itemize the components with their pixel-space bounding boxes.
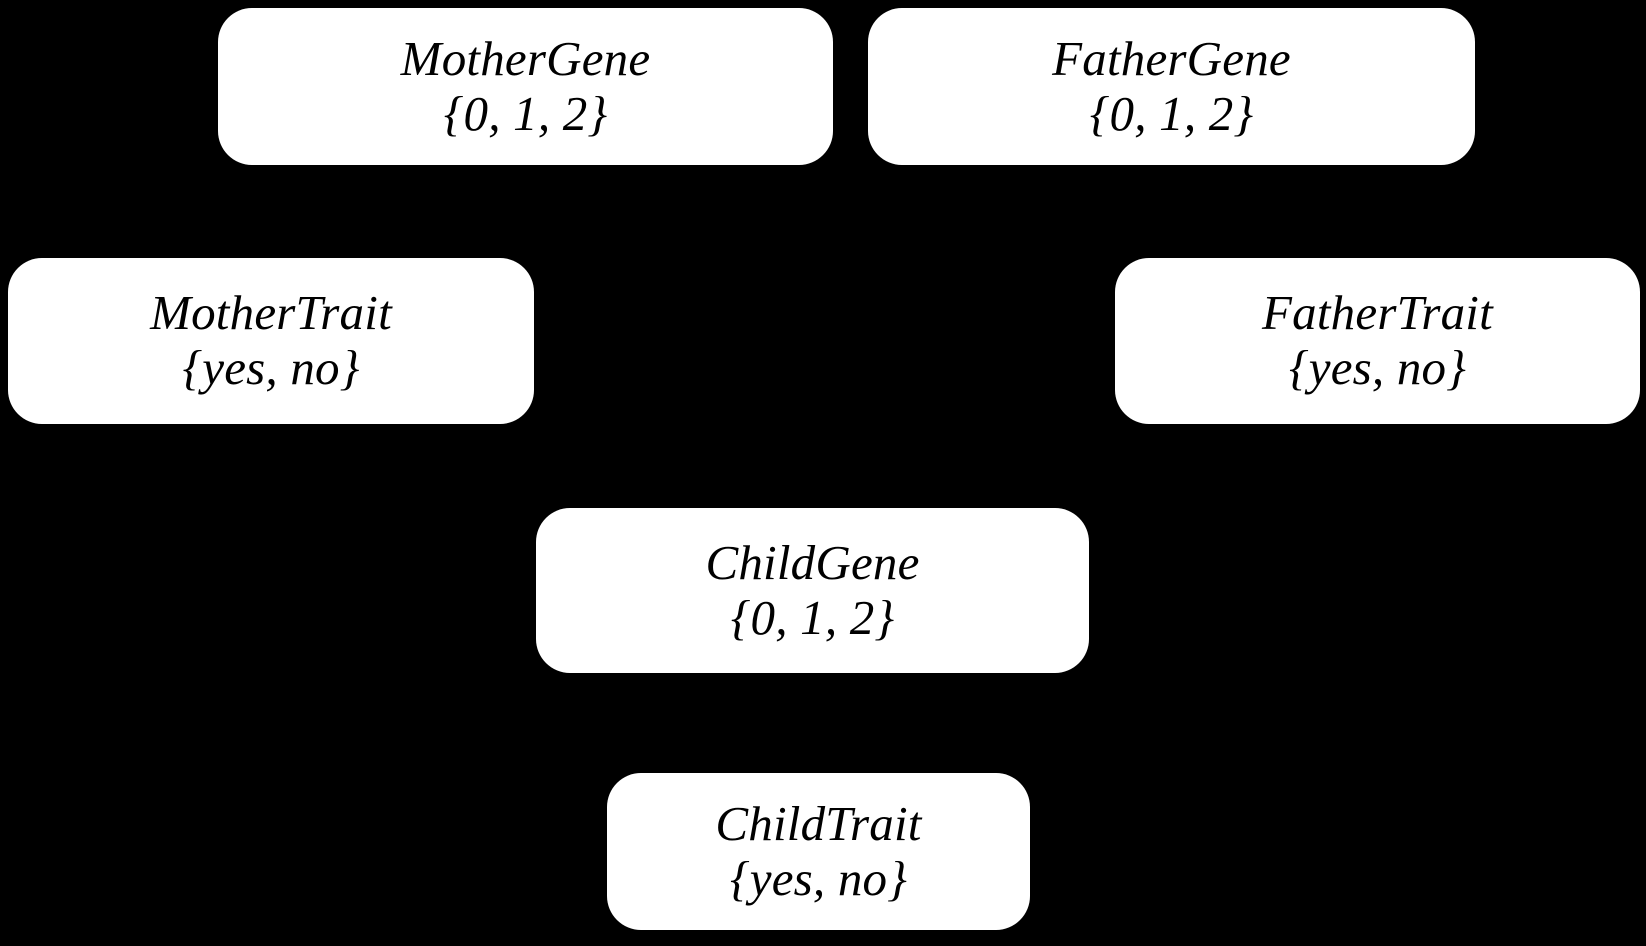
node-father-gene-label: FatherGene	[1052, 30, 1291, 86]
edge-child-gene-to-child-trait	[810, 672, 820, 774]
node-mother-gene-domain: {0, 1, 2}	[443, 85, 608, 141]
edge-father-gene-to-father-trait	[1228, 163, 1332, 260]
node-mother-trait-label: MotherTrait	[150, 285, 392, 341]
node-father-trait[interactable]: FatherTrait {yes, no}	[1115, 258, 1640, 424]
node-father-gene[interactable]: FatherGene {0, 1, 2}	[868, 8, 1475, 165]
node-mother-trait[interactable]: MotherTrait {yes, no}	[8, 258, 534, 424]
node-child-gene[interactable]: ChildGene {0, 1, 2}	[536, 508, 1089, 673]
node-child-trait-label: ChildTrait	[715, 795, 922, 851]
edge-father-gene-to-child-gene	[898, 164, 1042, 509]
node-father-trait-label: FatherTrait	[1262, 285, 1493, 341]
node-child-trait-domain: {yes, no}	[729, 850, 908, 906]
node-child-trait[interactable]: ChildTrait {yes, no}	[607, 773, 1030, 930]
edge-mother-gene-to-mother-trait	[248, 164, 332, 259]
node-mother-gene-label: MotherGene	[400, 30, 651, 86]
node-mother-trait-domain: {yes, no}	[182, 340, 360, 395]
node-mother-gene[interactable]: MotherGene {0, 1, 2}	[218, 8, 833, 165]
edge-mother-gene-to-child-gene	[598, 164, 722, 509]
node-father-gene-domain: {0, 1, 2}	[1089, 85, 1254, 141]
node-father-trait-domain: {yes, no}	[1288, 340, 1467, 395]
node-child-gene-label: ChildGene	[705, 534, 920, 590]
node-child-gene-domain: {0, 1, 2}	[730, 589, 895, 645]
